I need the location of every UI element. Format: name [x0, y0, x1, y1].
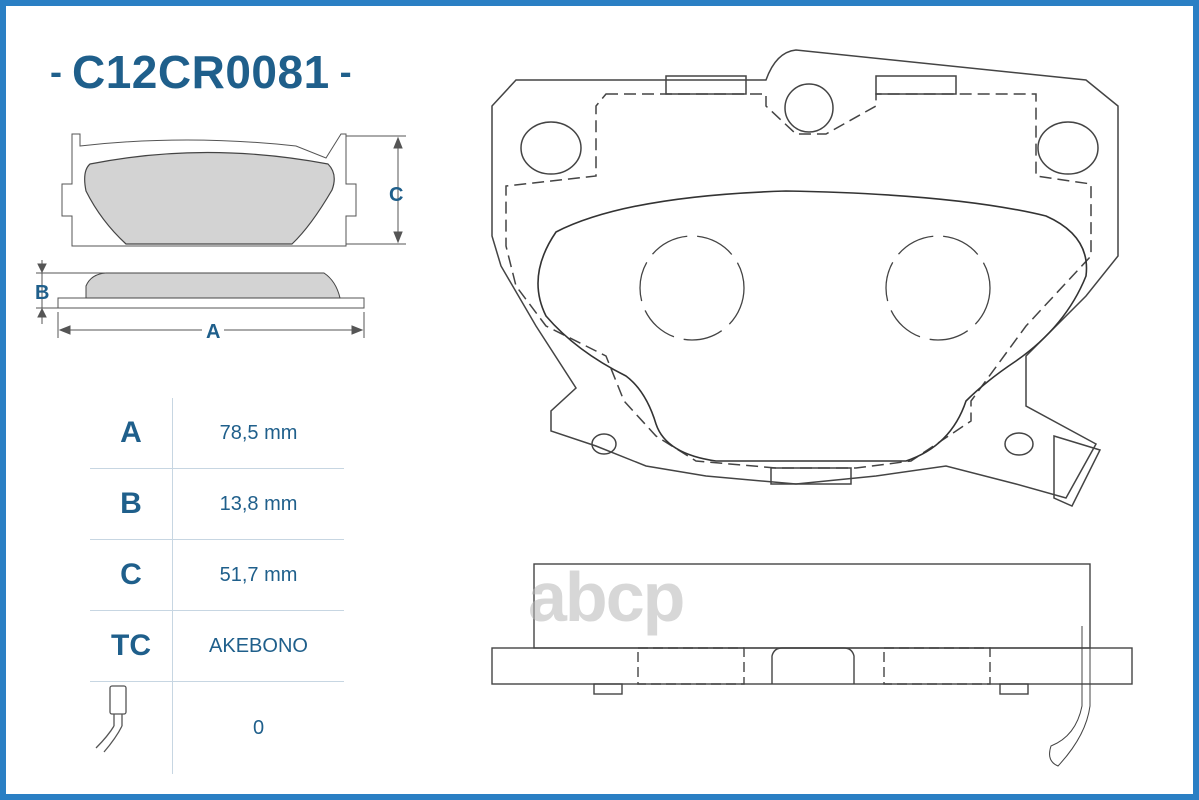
label-a: A: [202, 321, 225, 344]
spec-value: 13,8 mm: [219, 492, 298, 515]
pad-drawing-friction: [537, 190, 1088, 462]
dimension-b: [36, 260, 106, 324]
product-title: - C12CR0081 -: [50, 44, 352, 100]
friction-circle-right: [885, 235, 991, 341]
pad-drawing-large: [491, 49, 1119, 507]
part-number: C12CR0081: [72, 46, 330, 98]
spec-row: TC AKEBONO: [90, 611, 344, 682]
spec-row: A 78,5 mm: [90, 398, 344, 469]
wear-sensor-icon: [95, 685, 127, 753]
spec-key: A: [90, 398, 173, 468]
spec-row-sensor: 0: [90, 682, 344, 774]
spec-row: B 13,8 mm: [90, 469, 344, 540]
pad-top-view: [61, 133, 357, 247]
dimension-c: [346, 135, 406, 245]
pad-drawing-side: [491, 563, 1133, 767]
sensor-value: 0: [252, 716, 265, 739]
watermark-logo: abcp: [528, 558, 685, 636]
dimension-diagram: [36, 49, 1133, 767]
pad-top-friction: [84, 151, 335, 245]
spec-value: 78,5 mm: [219, 421, 298, 444]
label-b: B: [35, 282, 50, 304]
spec-table: A 78,5 mm B 13,8 mm C 51,7 mm TC AKEBONO…: [90, 398, 344, 774]
spec-value: 51,7 mm: [219, 563, 298, 586]
pad-side-backplate: [57, 297, 365, 309]
spec-key: TC: [90, 611, 173, 681]
pad-side-friction: [85, 272, 341, 299]
spec-row: C 51,7 mm: [90, 540, 344, 611]
page-frame: - C12CR0081 -: [6, 6, 1193, 794]
spec-value: AKEBONO: [209, 634, 308, 657]
spec-key: C: [90, 540, 173, 610]
friction-circle-left: [639, 235, 745, 341]
label-c: C: [389, 184, 404, 206]
spec-key: B: [90, 469, 173, 539]
spec-key-sensor: [90, 682, 173, 774]
title-dash-left: -: [50, 51, 62, 92]
title-dash-right: -: [339, 51, 352, 92]
